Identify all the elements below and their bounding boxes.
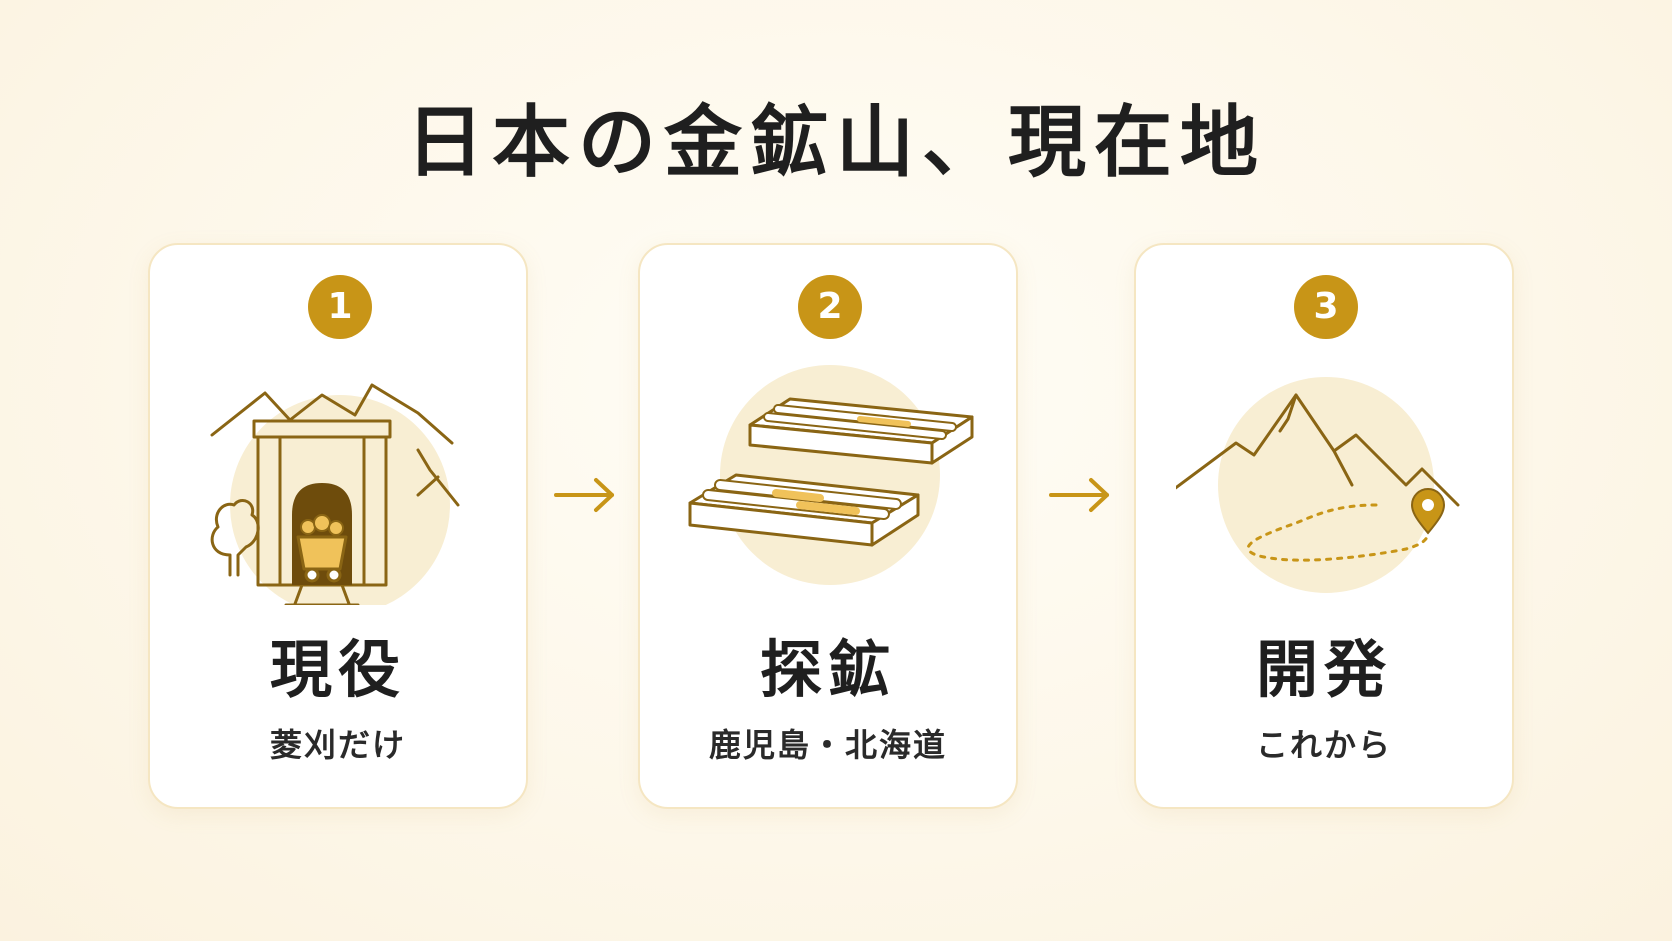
arrow-right-icon bbox=[554, 478, 614, 512]
step-label: 探鉱 bbox=[759, 633, 896, 706]
step-sublabel: 菱刈だけ bbox=[269, 726, 406, 764]
step-label: 現役 bbox=[269, 633, 406, 706]
core-sample-boxes-icon bbox=[688, 365, 974, 585]
step-sublabel: 鹿児島・北海道 bbox=[708, 726, 947, 764]
step-card-1: 1 現役 菱刈だけ bbox=[148, 243, 528, 809]
step-number-badge: 2 bbox=[798, 275, 862, 339]
step-number-badge: 1 bbox=[308, 275, 372, 339]
mountain-route-pin-icon bbox=[1176, 377, 1460, 593]
step-card-2: 2 探鉱 鹿児島・北海道 bbox=[638, 243, 1018, 809]
step-card-3: 3 開発 これから bbox=[1134, 243, 1514, 809]
mine-tunnel-icon bbox=[210, 383, 460, 605]
step-sublabel: これから bbox=[1255, 726, 1392, 764]
arrow-right-icon bbox=[1049, 478, 1109, 512]
step-number-badge: 3 bbox=[1294, 275, 1358, 339]
page-title: 日本の金鉱山、現在地 bbox=[405, 98, 1266, 188]
step-label: 開発 bbox=[1255, 633, 1392, 706]
